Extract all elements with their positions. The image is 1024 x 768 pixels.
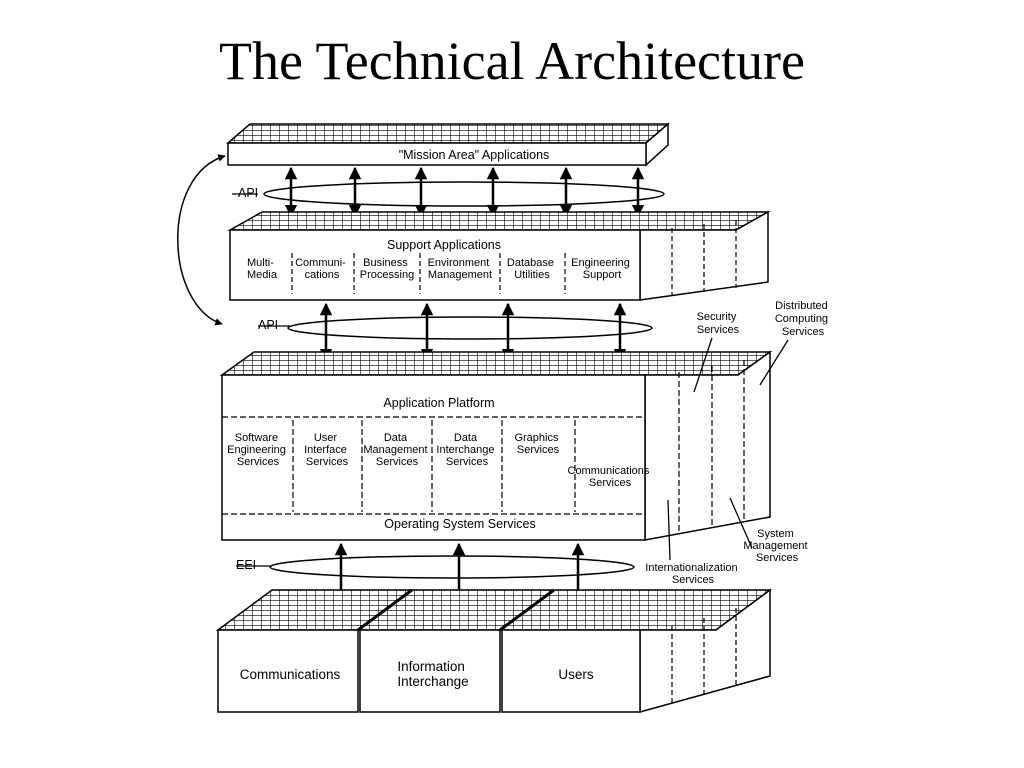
support-top-face: [227, 211, 771, 231]
platform-top-face: [219, 351, 773, 376]
api-mid-ellipse: [287, 316, 653, 340]
api-mid-connector: API: [258, 302, 653, 362]
mission-area-label: "Mission Area" Applications: [399, 148, 550, 162]
api-top-connector: API: [232, 166, 665, 218]
os-services-label: Operating System Services: [384, 517, 535, 531]
application-platform-layer: Application Platform Software Engineerin…: [219, 350, 773, 541]
platform-item-user-interface: User Interface Services: [304, 432, 350, 468]
api-top-ellipse: [263, 181, 665, 207]
external-top-face: [215, 589, 773, 631]
platform-item-data-interchange: Data Interchange Services: [436, 432, 497, 468]
support-item-database-utilities: Database Utilities: [507, 257, 557, 281]
system-management-label: System Management Services: [743, 528, 810, 564]
internationalization-label: Internationalization Services: [645, 562, 740, 586]
support-item-communications: Communi- cations: [295, 257, 349, 281]
side-callouts: Security Services Distributed Computing …: [645, 300, 831, 586]
mission-area-layer: "Mission Area" Applications: [225, 122, 671, 167]
external-label-communications: Communications: [240, 667, 341, 682]
api-top-label: API: [238, 186, 258, 200]
support-item-environment-management: Environment Management: [428, 257, 493, 281]
support-item-business-processing: Business Processing: [360, 257, 414, 281]
eei-ellipse: [269, 555, 635, 579]
external-block-communications: [217, 629, 359, 713]
external-block-information-interchange: [359, 629, 501, 713]
curved-api-arrow: [177, 154, 226, 326]
platform-item-graphics: Graphics Services: [514, 432, 561, 456]
support-item-engineering-support: Engineering Support: [571, 257, 633, 281]
external-block-users: [501, 629, 641, 713]
external-environment-layer: Communications Information Interchange U…: [215, 588, 773, 713]
mission-top-face: [225, 123, 671, 144]
external-label-information-interchange: Information Interchange: [397, 659, 468, 689]
api-mid-label: API: [258, 318, 278, 332]
support-title: Support Applications: [387, 238, 501, 252]
support-applications-layer: Support Applications Multi- Media Commun…: [227, 210, 771, 301]
platform-title: Application Platform: [383, 396, 494, 410]
external-label-users: Users: [558, 667, 594, 682]
platform-item-communications: Communications Services: [568, 465, 653, 489]
support-item-multimedia: Multi- Media: [247, 257, 278, 281]
platform-side-face: [644, 350, 771, 541]
distributed-computing-label: Distributed Computing Services: [775, 300, 831, 338]
slide-title: The Technical Architecture: [219, 31, 805, 91]
platform-item-software-engineering: Software Engineering Services: [227, 432, 289, 468]
eei-label: EEI: [236, 558, 256, 572]
mission-front-face: [227, 142, 647, 166]
platform-item-data-management: Data Management Services: [363, 432, 430, 468]
security-services-label: Security Services: [697, 311, 740, 336]
support-front-face: [229, 229, 641, 301]
